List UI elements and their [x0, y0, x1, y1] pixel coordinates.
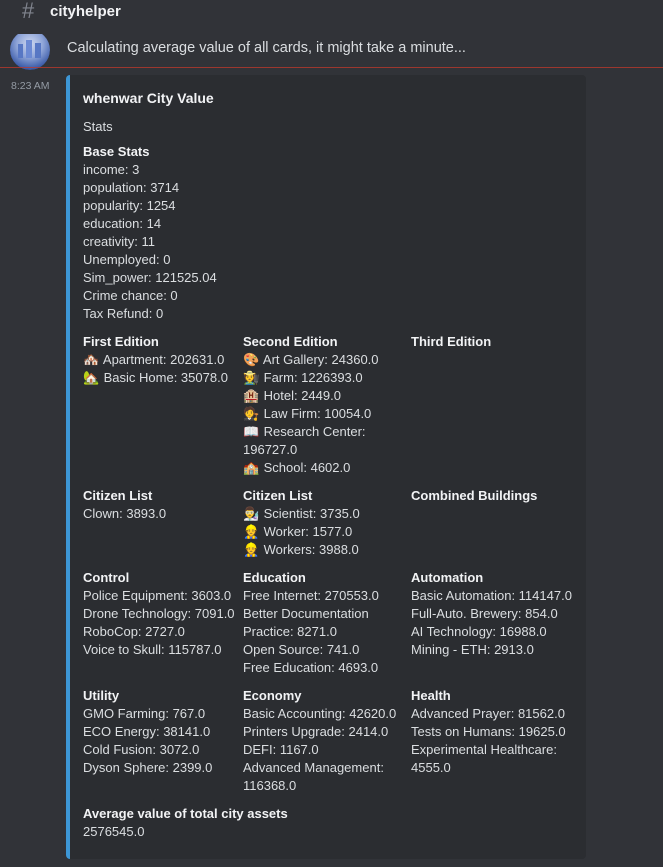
- house-icon: 🏡: [83, 370, 100, 385]
- card-value: Experimental Healthcare:: [411, 742, 557, 757]
- field-utility: Utility GMO Farming: 767.0 ECO Energy: 3…: [83, 687, 212, 777]
- message-timestamp[interactable]: 8:23 AM: [11, 80, 50, 92]
- card-value: Research Center:: [263, 424, 366, 439]
- farmer-icon: 🧑‍🌾: [243, 370, 260, 385]
- field-third-edition: Third Edition: [411, 333, 491, 351]
- card-value: Voice to Skull: 115787.0: [83, 642, 222, 657]
- stat-line: Crime chance: 0: [83, 288, 178, 303]
- card-value: 116368.0: [243, 778, 297, 793]
- field-education: Education Free Internet: 270553.0 Better…: [243, 569, 379, 677]
- card-value: Better Documentation: [243, 606, 369, 621]
- card-value: ECO Energy: 38141.0: [83, 724, 211, 739]
- field-combined-buildings: Combined Buildings: [411, 487, 537, 505]
- embed-title: whenwar City Value: [83, 90, 214, 106]
- embed-description: Stats: [83, 119, 113, 134]
- card-value: Dyson Sphere: 2399.0: [83, 760, 213, 775]
- card-value: Basic Home: 35078.0: [103, 370, 228, 385]
- card-value: Practice: 8271.0: [243, 624, 337, 639]
- card-value: Worker: 1577.0: [263, 524, 353, 539]
- card-value: Law Firm: 10054.0: [263, 406, 372, 421]
- field-name: Education: [243, 570, 306, 585]
- hashtag-icon: #: [22, 0, 35, 23]
- field-health: Health Advanced Prayer: 81562.0 Tests on…: [411, 687, 566, 777]
- average-value: 2576545.0: [83, 824, 145, 839]
- construction-worker-icon: 👷: [243, 542, 260, 557]
- card-value: 196727.0: [243, 442, 298, 457]
- card-value: Advanced Management:: [243, 760, 384, 775]
- card-value: Mining - ETH: 2913.0: [411, 642, 534, 657]
- previous-message-text: Calculating average value of all cards, …: [67, 40, 466, 56]
- card-value: Scientist: 3735.0: [263, 506, 360, 521]
- new-messages-divider: [0, 67, 663, 68]
- card-value: Full-Auto. Brewery: 854.0: [411, 606, 558, 621]
- field-average-value: Average value of total city assets 25765…: [83, 805, 288, 841]
- card-value: Art Gallery: 24360.0: [262, 352, 379, 367]
- field-name: Average value of total city assets: [83, 806, 288, 821]
- school-icon: 🏫: [243, 460, 260, 475]
- card-value: Basic Automation: 114147.0: [411, 588, 572, 603]
- channel-header: # cityhelper: [0, 0, 663, 25]
- field-automation: Automation Basic Automation: 114147.0 Fu…: [411, 569, 572, 659]
- houses-icon: 🏘️: [83, 352, 100, 367]
- card-value: Police Equipment: 3603.0: [83, 588, 232, 603]
- judge-icon: 🧑‍⚖️: [243, 406, 260, 421]
- field-name: Third Edition: [411, 334, 492, 349]
- card-value: Advanced Prayer: 81562.0: [411, 706, 565, 721]
- field-control: Control Police Equipment: 3603.0 Drone T…: [83, 569, 235, 659]
- field-name: Citizen List: [243, 488, 313, 503]
- card-value: Printers Upgrade: 2414.0: [243, 724, 389, 739]
- field-name: Control: [83, 570, 130, 585]
- field-economy: Economy Basic Accounting: 42620.0 Printe…: [243, 687, 396, 795]
- stat-line: creativity: 11: [83, 234, 156, 249]
- card-value: Workers: 3988.0: [263, 542, 359, 557]
- field-name: Automation: [411, 570, 484, 585]
- field-name: Combined Buildings: [411, 488, 538, 503]
- field-citizen-list: Citizen List Clown: 3893.0: [83, 487, 166, 523]
- card-value: School: 4602.0: [263, 460, 351, 475]
- field-second-edition: Second Edition 🎨 Art Gallery: 24360.0 🧑‍…: [243, 333, 379, 477]
- card-value: GMO Farming: 767.0: [83, 706, 206, 721]
- card-value: Drone Technology: 7091.0: [83, 606, 235, 621]
- field-name: First Edition: [83, 334, 159, 349]
- stat-line: income: 3: [83, 162, 140, 177]
- hotel-icon: 🏨: [243, 388, 260, 403]
- card-value: Clown: 3893.0: [83, 506, 167, 521]
- card-value: 4555.0: [411, 760, 451, 775]
- card-value: Free Education: 4693.0: [243, 660, 379, 675]
- field-name: Citizen List: [83, 488, 153, 503]
- stat-line: Unemployed: 0: [83, 252, 171, 267]
- card-value: Tests on Humans: 19625.0: [411, 724, 566, 739]
- card-value: DEFI: 1167.0: [243, 742, 319, 757]
- open-book-icon: 📖: [243, 424, 260, 439]
- field-name: Economy: [243, 688, 302, 703]
- stat-line: population: 3714: [83, 180, 180, 195]
- field-first-edition: First Edition 🏘️ Apartment: 202631.0 🏡 B…: [83, 333, 228, 387]
- construction-worker-icon: 👷: [243, 524, 260, 539]
- stat-line: Tax Refund: 0: [83, 306, 164, 321]
- card-value: Basic Accounting: 42620.0: [243, 706, 397, 721]
- stat-line: popularity: 1254: [83, 198, 176, 213]
- field-citizen-list: Citizen List 👨‍🔬 Scientist: 3735.0 👷 Wor…: [243, 487, 360, 559]
- field-name: Utility: [83, 688, 120, 703]
- scientist-icon: 👨‍🔬: [243, 506, 260, 521]
- field-name: Health: [411, 688, 451, 703]
- card-value: AI Technology: 16988.0: [411, 624, 547, 639]
- card-value: Hotel: 2449.0: [263, 388, 341, 403]
- card-value: Farm: 1226393.0: [263, 370, 363, 385]
- field-name: Base Stats: [83, 144, 150, 159]
- card-value: Cold Fusion: 3072.0: [83, 742, 200, 757]
- stat-line: education: 14: [83, 216, 162, 231]
- palette-icon: 🎨: [243, 352, 260, 367]
- stat-line: Sim_power: 121525.04: [83, 270, 217, 285]
- previous-message: Calculating average value of all cards, …: [0, 24, 663, 70]
- channel-name[interactable]: cityhelper: [50, 3, 121, 20]
- field-base-stats: Base Stats income: 3 population: 3714 po…: [83, 143, 217, 323]
- avatar[interactable]: [10, 34, 50, 70]
- card-value: Free Internet: 270553.0: [243, 588, 379, 603]
- field-name: Second Edition: [243, 334, 338, 349]
- embed-card: [66, 75, 586, 859]
- card-value: RoboCop: 2727.0: [83, 624, 185, 639]
- card-value: Apartment: 202631.0: [102, 352, 225, 367]
- card-value: Open Source: 741.0: [243, 642, 360, 657]
